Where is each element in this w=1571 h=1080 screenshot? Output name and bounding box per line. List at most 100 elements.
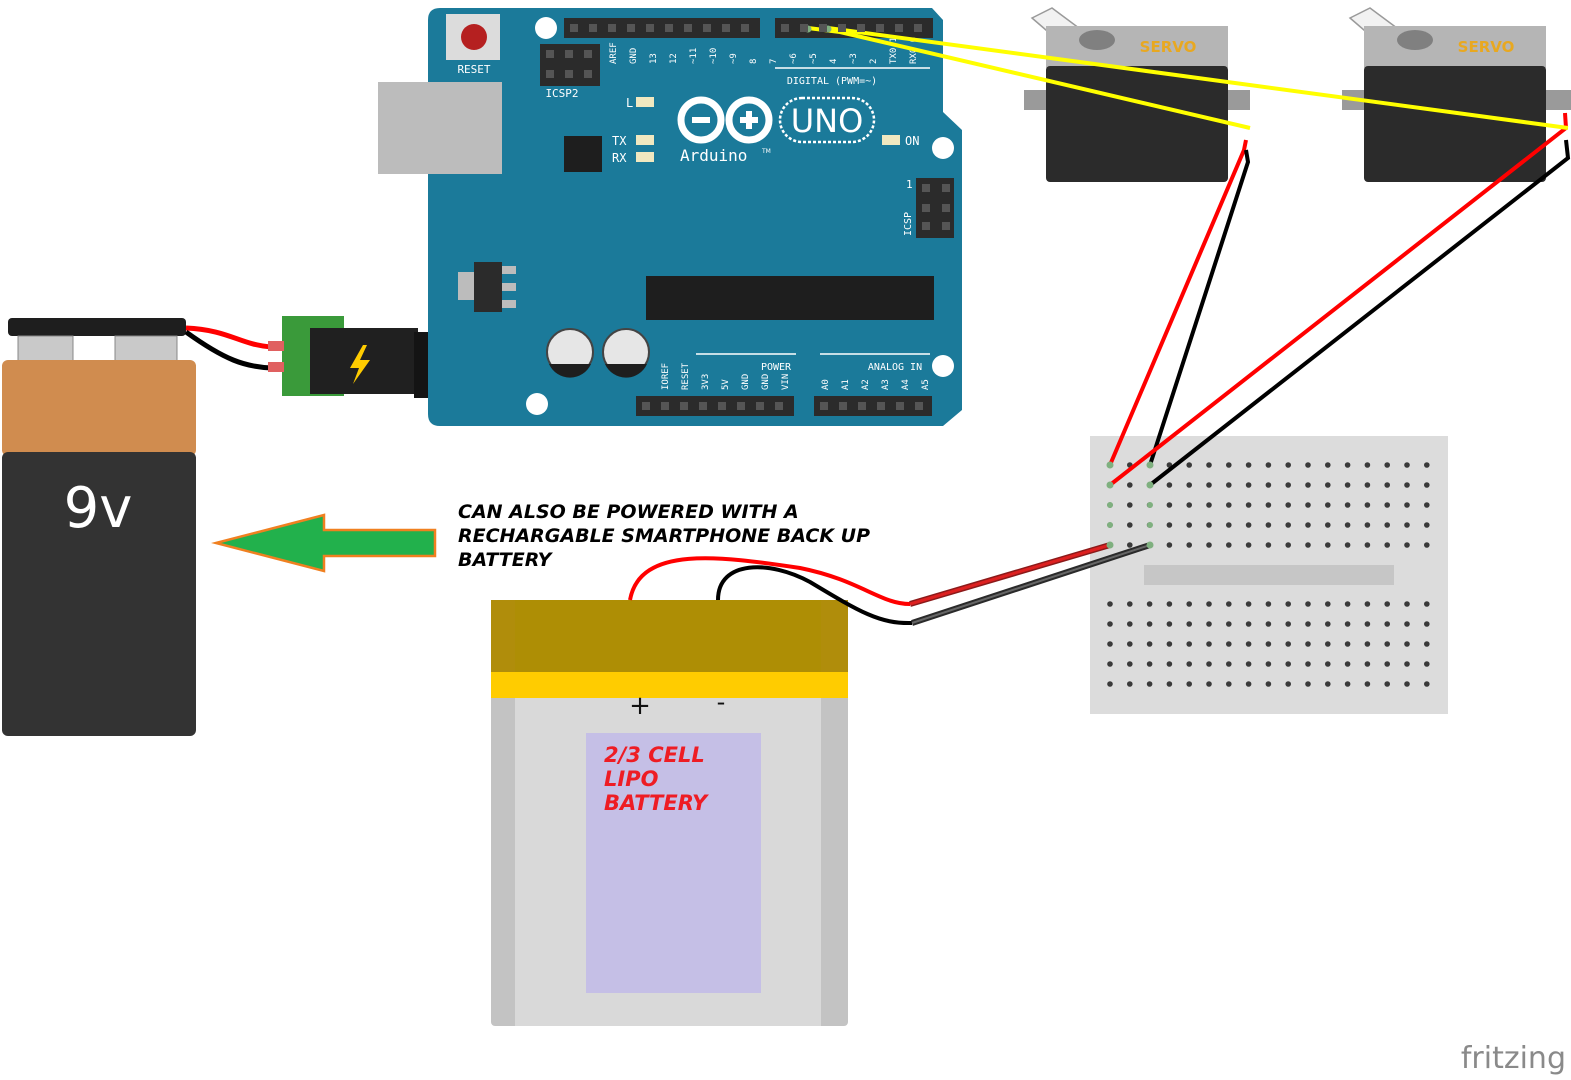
analog-pin-label: A1 bbox=[841, 379, 851, 390]
breadboard-hole bbox=[1127, 681, 1133, 687]
analog-pin-label: A4 bbox=[901, 379, 911, 390]
breadboard-hole bbox=[1265, 482, 1272, 488]
header-pin bbox=[741, 24, 749, 32]
breadboard-hole bbox=[1245, 502, 1252, 508]
servo-1-ground-wire bbox=[1148, 149, 1251, 466]
header-pin bbox=[858, 402, 866, 410]
power-pin-label: VIN bbox=[781, 374, 791, 390]
breadboard-hole bbox=[1384, 482, 1390, 488]
breadboard-hole bbox=[1127, 522, 1133, 528]
breadboard-hole bbox=[1226, 641, 1232, 647]
breadboard-hole bbox=[1325, 661, 1331, 667]
digital-pin-label: 8 bbox=[749, 59, 759, 64]
battery-9v: 9v bbox=[2, 318, 196, 736]
on-label: ON bbox=[905, 134, 919, 148]
breadboard-hole bbox=[1186, 502, 1192, 508]
header-pin bbox=[781, 24, 789, 32]
breadboard-hole bbox=[1325, 502, 1331, 508]
battery-9v-label: 9v bbox=[64, 476, 133, 541]
breadboard-hole bbox=[1186, 641, 1192, 647]
power-pin-label: GND bbox=[741, 374, 751, 390]
header-pin bbox=[942, 204, 950, 212]
left-arrow-icon bbox=[211, 513, 437, 573]
breadboard-hole bbox=[1424, 522, 1430, 528]
breadboard-hole bbox=[1226, 621, 1232, 627]
breadboard-hole bbox=[1364, 661, 1371, 667]
breadboard-hole bbox=[1404, 482, 1410, 488]
digital-pin-label: 12 bbox=[669, 53, 679, 64]
lipo-minus: - bbox=[717, 688, 726, 716]
header-pin bbox=[589, 24, 597, 32]
breadboard-hole bbox=[1424, 601, 1430, 607]
breadboard-hole bbox=[1226, 482, 1232, 488]
digital-pin-label: ~10 bbox=[709, 48, 719, 64]
breadboard-hole bbox=[1146, 641, 1153, 647]
header-pin bbox=[922, 222, 930, 230]
breadboard-hole bbox=[1226, 462, 1232, 468]
breadboard-hole bbox=[1226, 661, 1232, 667]
breadboard-hole bbox=[1166, 542, 1173, 548]
breadboard-hole bbox=[1285, 641, 1291, 647]
breadboard-hole bbox=[1305, 681, 1311, 687]
breadboard-hole bbox=[1166, 601, 1173, 607]
breadboard-hole bbox=[1305, 542, 1311, 548]
header-pin bbox=[661, 402, 669, 410]
servo-2-signal-wire bbox=[827, 26, 1569, 130]
breadboard-hole bbox=[1424, 542, 1430, 548]
digital-header-left bbox=[564, 18, 760, 38]
header-pin bbox=[608, 24, 616, 32]
breadboard-hole bbox=[1285, 522, 1291, 528]
breadboard-hole bbox=[1146, 661, 1153, 667]
breadboard-hole bbox=[1384, 641, 1390, 647]
header-pins bbox=[546, 24, 950, 410]
breadboard-hole bbox=[1245, 522, 1252, 528]
breadboard-hole bbox=[1305, 462, 1311, 468]
power-pin-label: RESET bbox=[681, 362, 691, 390]
breadboard-hole bbox=[1206, 502, 1212, 508]
breadboard-hole bbox=[1146, 681, 1153, 687]
usb-chip bbox=[564, 136, 602, 172]
breadboard-hole bbox=[1325, 601, 1331, 607]
header-pin bbox=[819, 24, 827, 32]
reset-label: RESET bbox=[457, 63, 490, 76]
header-pin bbox=[565, 50, 573, 58]
breadboard-hole bbox=[1344, 621, 1351, 627]
note-line3: BATTERY bbox=[458, 549, 554, 571]
breadboard-hole bbox=[1424, 462, 1430, 468]
breadboard bbox=[1090, 436, 1448, 714]
breadboard-hole bbox=[1325, 522, 1331, 528]
digital-pin-label: AREF bbox=[609, 42, 619, 64]
breadboard-hole bbox=[1384, 661, 1390, 667]
lipo-label-panel bbox=[586, 733, 761, 993]
digital-pin-label: ~11 bbox=[689, 48, 699, 64]
power-pin-label: GND bbox=[761, 374, 771, 390]
breadboard-hole bbox=[1166, 502, 1173, 508]
lipo-text-line1: 2/3 CELL bbox=[604, 743, 705, 767]
breadboard-hole bbox=[1325, 482, 1331, 488]
breadboard-hole bbox=[1424, 621, 1430, 627]
breadboard-hole bbox=[1285, 482, 1291, 488]
breadboard-hole bbox=[1127, 641, 1133, 647]
breadboard-hole bbox=[1166, 641, 1173, 647]
header-pin bbox=[857, 24, 865, 32]
led-l bbox=[636, 97, 654, 107]
breadboard-hole bbox=[1384, 522, 1390, 528]
breadboard-hole bbox=[1186, 681, 1192, 687]
breadboard-hole bbox=[1226, 522, 1232, 528]
breadboard-hole bbox=[1364, 522, 1371, 528]
breadboard-hole bbox=[1186, 601, 1192, 607]
breadboard-hole bbox=[1265, 661, 1272, 667]
power-pin-label: 5V bbox=[721, 379, 731, 390]
lipo-text-line2: LIPO bbox=[604, 767, 659, 791]
header-pin bbox=[737, 402, 745, 410]
breadboard-hole bbox=[1285, 462, 1291, 468]
digital-pin-label: ~5 bbox=[809, 53, 819, 64]
breadboard-hole bbox=[1265, 522, 1272, 528]
header-pin bbox=[722, 24, 730, 32]
servo-1-label: SERVO bbox=[1140, 38, 1197, 56]
header-pin bbox=[922, 204, 930, 212]
breadboard-hole bbox=[1166, 522, 1173, 528]
breadboard-hole bbox=[1127, 661, 1133, 667]
power-pin-label: 3V3 bbox=[701, 374, 711, 390]
